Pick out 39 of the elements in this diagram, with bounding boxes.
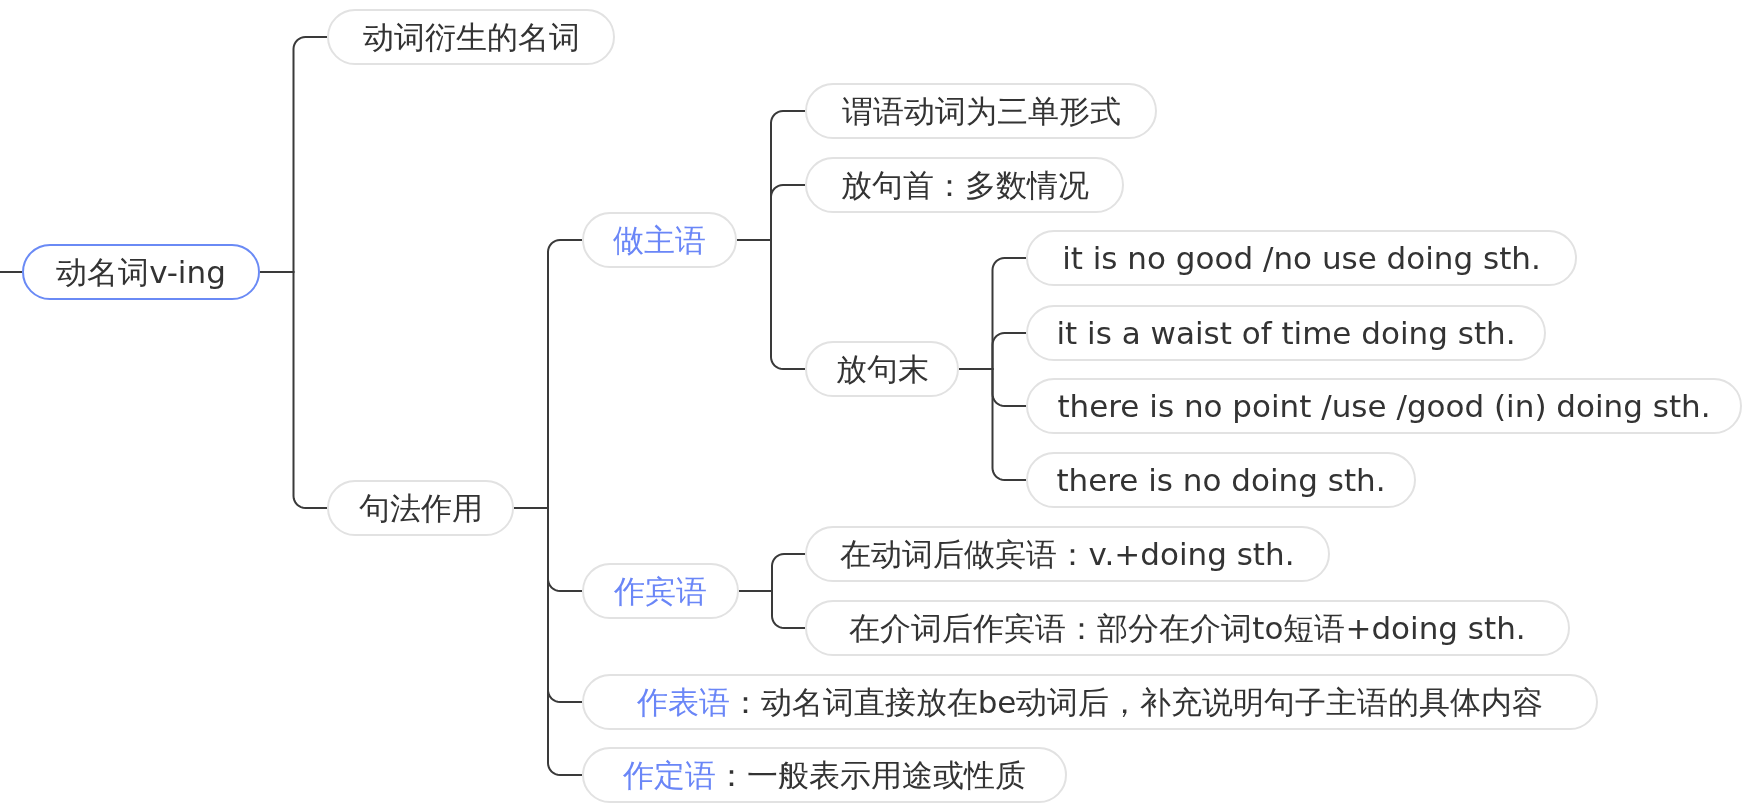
topic-note: ：动名词直接放在be动词后，补充说明句子主语的具体内容 bbox=[729, 682, 1544, 722]
topic-box bbox=[582, 747, 1067, 803]
topic-text: 做主语 bbox=[613, 220, 706, 260]
topic-box bbox=[327, 9, 615, 65]
topic-box bbox=[327, 480, 514, 536]
topic-box bbox=[1026, 305, 1546, 361]
topic-heading: 作定语 bbox=[623, 755, 716, 795]
topic-text: 作宾语 bbox=[614, 571, 707, 611]
topic-box bbox=[582, 212, 737, 268]
topic-text: 动名词v-ing bbox=[56, 252, 226, 292]
topic-box bbox=[1026, 452, 1416, 508]
connector-line bbox=[736, 239, 806, 370]
topic-text: 放句首：多数情况 bbox=[840, 165, 1089, 205]
connector-line bbox=[958, 368, 1027, 481]
topic-box bbox=[582, 563, 739, 619]
topic-box bbox=[805, 526, 1330, 582]
topic-text: it is a waist of time doing sth. bbox=[1056, 313, 1516, 353]
topic-text: it is no good /no use doing sth. bbox=[1062, 238, 1541, 278]
connector-line bbox=[0, 271, 23, 273]
topic-box bbox=[805, 341, 959, 397]
topic-box bbox=[805, 600, 1570, 656]
topic-text: 句法作用 bbox=[358, 488, 483, 528]
topic-text: there is no point /use /good (in) doing sth. bbox=[1057, 386, 1711, 426]
connector-line bbox=[513, 507, 583, 776]
topic-note: ：一般表示用途或性质 bbox=[716, 755, 1026, 795]
central-topic-box bbox=[22, 244, 260, 300]
topic-text: there is no doing sth. bbox=[1056, 460, 1386, 500]
topic-heading: 作表语 bbox=[636, 682, 730, 722]
topic-text: 谓语动词为三单形式 bbox=[841, 91, 1121, 131]
connector-line bbox=[738, 590, 806, 629]
topic-box bbox=[1026, 230, 1577, 286]
topic-text: 动词衍生的名词 bbox=[362, 17, 580, 57]
topic-text: 放句末 bbox=[835, 349, 929, 389]
topic-box bbox=[805, 157, 1124, 213]
topic-box bbox=[1026, 378, 1742, 434]
topic-box bbox=[582, 674, 1598, 730]
topic-text: 在介词后作宾语：部分在介词to短语+doing sth. bbox=[849, 608, 1526, 648]
topic-text: 在动词后做宾语：v.+doing sth. bbox=[840, 534, 1295, 574]
topic-box bbox=[805, 83, 1157, 139]
